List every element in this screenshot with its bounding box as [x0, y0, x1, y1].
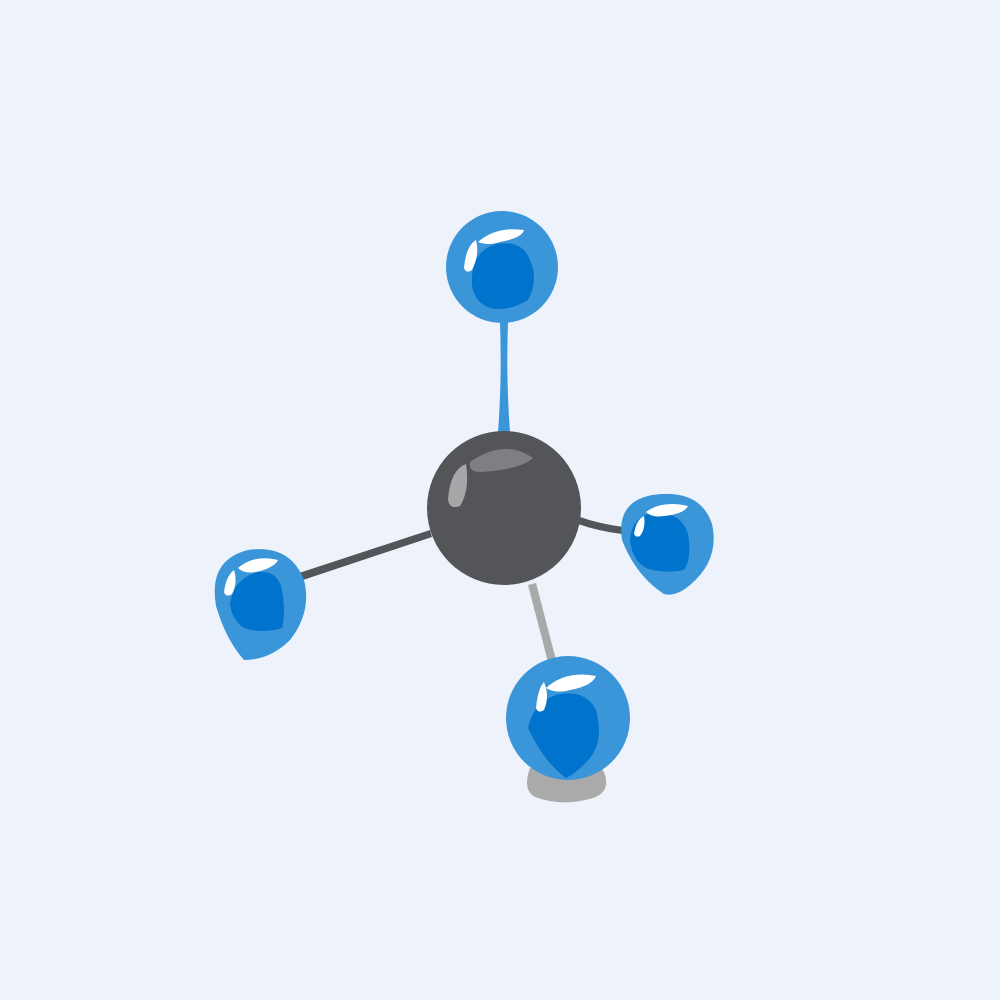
bond-top: [498, 322, 510, 432]
bond-left: [296, 530, 432, 581]
outer-atom-sphere: [506, 656, 630, 780]
outer-atom-sphere: [214, 549, 307, 660]
outer-atom-sphere: [446, 211, 558, 323]
bond-bottom: [528, 583, 556, 662]
outer-atom-sphere: [621, 493, 714, 595]
bond-right: [578, 517, 624, 534]
central-atom-sphere: [427, 431, 581, 585]
bonds: [296, 322, 624, 662]
